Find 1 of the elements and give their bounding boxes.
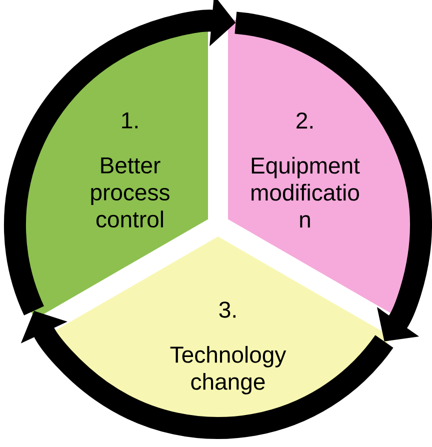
sector: 3. Technology change xyxy=(44,236,392,431)
